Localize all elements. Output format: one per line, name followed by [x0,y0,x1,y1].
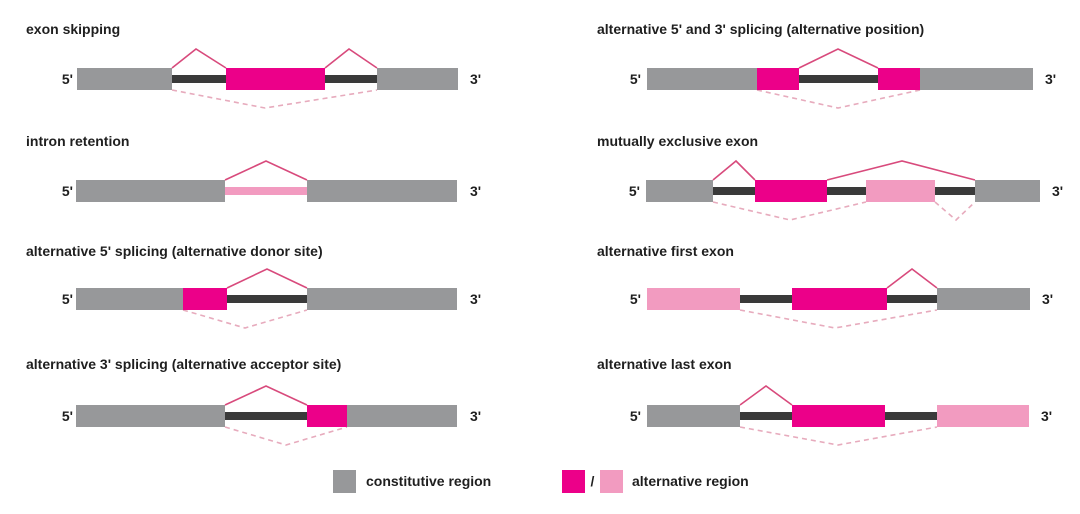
intron-segment [713,187,755,195]
alternative-exon-strong [878,68,920,90]
splice-path-included [886,267,938,289]
splice-path-included [224,385,308,406]
constitutive-exon [937,288,1030,310]
alternative-exon-light [866,180,935,202]
constitutive-exon [647,68,757,90]
title-intron-retention: intron retention [26,133,130,149]
splice-path-excluded [934,201,976,222]
splice-path-included [712,159,756,181]
three-prime-label: 3' [1052,183,1064,199]
splice-path-included [798,48,879,69]
title-alt-3-splicing: alternative 3' splicing (alternative acc… [26,356,342,372]
five-prime-label: 5' [629,71,641,87]
title-alt-first-exon: alternative first exon [597,243,734,259]
five-prime-label: 5' [61,183,73,199]
three-prime-label: 3' [1045,71,1057,87]
alternative-exon-strong [226,68,325,90]
alternative-exon-strong [792,288,887,310]
legend-label-constitutive: constitutive region [366,473,492,489]
constitutive-exon [77,68,172,90]
intron-segment [885,412,937,420]
constitutive-exon [347,405,457,427]
constitutive-exon [76,288,183,310]
title-alt-last-exon: alternative last exon [597,356,732,372]
splice-path-included [324,48,378,69]
three-prime-label: 3' [1042,291,1054,307]
five-prime-label: 5' [628,183,640,199]
constitutive-exon [646,180,713,202]
five-prime-label: 5' [61,291,73,307]
constitutive-exon [920,68,1033,90]
three-prime-label: 3' [470,291,482,307]
intron-segment [740,412,792,420]
intron-segment [740,295,792,303]
three-prime-label: 3' [470,408,482,424]
alternative-exon-light [647,288,740,310]
splice-path-excluded [171,89,378,109]
constitutive-exon [647,405,740,427]
title-alt-5-and-3-splicing: alternative 5' and 3' splicing (alternat… [597,21,925,37]
five-prime-label: 5' [629,408,641,424]
splice-path-excluded [756,89,921,109]
intron-segment [325,75,377,83]
splice-path-excluded [224,426,348,446]
splice-path-excluded [739,426,938,446]
intron-segment [887,295,937,303]
three-prime-label: 3' [470,71,482,87]
splice-path-included [826,160,976,181]
legend-label-alternative: alternative region [632,473,749,489]
intron-segment [172,75,226,83]
intron-segment [935,187,975,195]
five-prime-label: 5' [629,291,641,307]
title-alt-5-splicing: alternative 5' splicing (alternative don… [26,243,323,259]
constitutive-exon [975,180,1040,202]
intron-segment [827,187,866,195]
splice-path-excluded [182,309,308,329]
splice-path-excluded [712,201,867,221]
constitutive-exon [307,288,457,310]
five-prime-label: 5' [61,408,73,424]
splice-path-included [739,385,793,406]
five-prime-label: 5' [61,71,73,87]
alternative-exon-strong [307,405,347,427]
intron-segment [799,75,878,83]
constitutive-exon [76,180,225,202]
title-mutually-exclusive-exon: mutually exclusive exon [597,133,759,149]
legend-separator: / [590,473,595,489]
three-prime-label: 3' [1041,408,1053,424]
intron-segment [227,295,307,303]
constitutive-exon [377,68,458,90]
legend-swatch-constitutive [333,470,356,493]
retained-intron-segment [225,187,307,195]
splice-path-included [224,160,308,181]
legend-swatch-alternative-strong [562,470,585,493]
three-prime-label: 3' [470,183,482,199]
splice-path-included [226,268,308,289]
splice-path-excluded [739,309,938,329]
title-exon-skipping: exon skipping [26,21,121,37]
alternative-exon-strong [757,68,799,90]
intron-segment [225,412,307,420]
alternative-exon-strong [755,180,827,202]
splice-path-included [171,48,227,69]
alternative-exon-strong [183,288,227,310]
alternative-exon-strong [792,405,885,427]
legend-swatch-alternative-light [600,470,623,493]
constitutive-exon [76,405,225,427]
alternative-exon-light [937,405,1029,427]
constitutive-exon [307,180,457,202]
